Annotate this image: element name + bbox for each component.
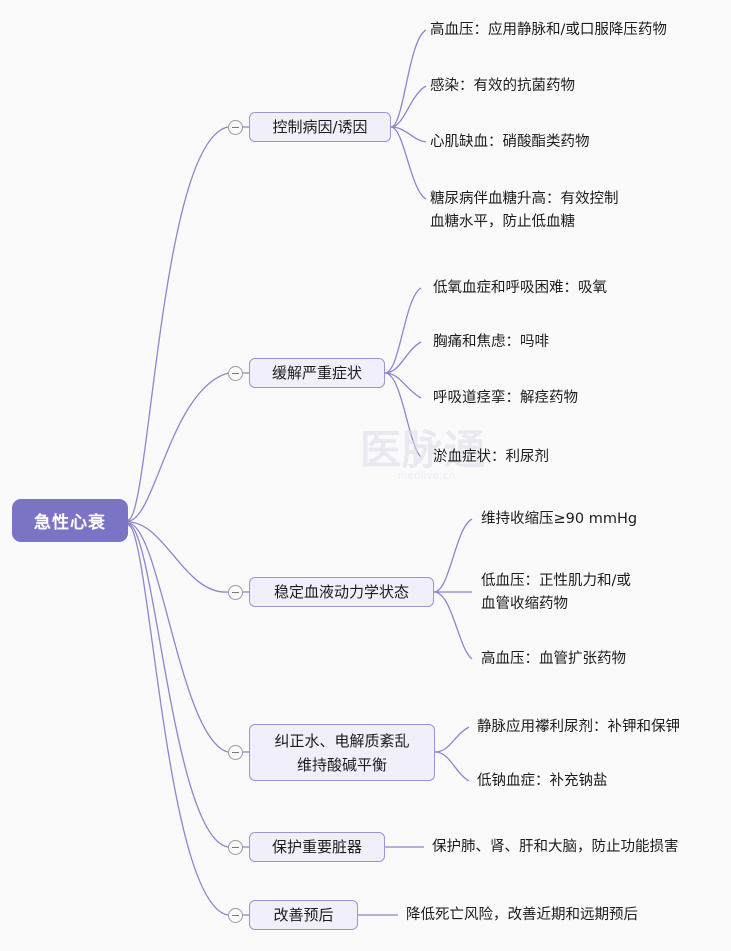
link-b1-leaf-2 (390, 85, 427, 128)
leaf-protect-organs-detail: 保护肺、肾、肝和大脑，防止功能损害 (432, 839, 679, 855)
collapse-toggle-branch-4[interactable] (228, 745, 243, 760)
branch-node-label-line1: 纠正水、电解质紊乱 (274, 731, 410, 750)
link-b3-leaf-3 (433, 591, 473, 660)
link-root-branch-4 (127, 522, 229, 753)
leaf-airway-spasm: 呼吸道痉挛：解痉药物 (433, 390, 578, 406)
root-node-label: 急性心衰 (34, 513, 106, 533)
leaf-hyponatremia: 低钠血症：补充钠盐 (477, 773, 608, 789)
collapse-toggle-branch-6[interactable] (228, 908, 243, 923)
collapse-toggle-branch-2[interactable] (228, 366, 243, 381)
branch-node-label: 缓解严重症状 (271, 364, 362, 382)
leaf-improve-prognosis-detail: 降低死亡风险，改善近期和远期预后 (406, 907, 638, 923)
link-b1-leaf-4 (390, 126, 427, 200)
branch-node-label: 保护重要脏器 (271, 838, 362, 856)
leaf-infection: 感染：有效的抗菌药物 (430, 78, 575, 94)
branch-node-label-line2: 维持酸碱平衡 (296, 755, 387, 774)
link-root-branch-6 (127, 524, 229, 916)
branch-node-protect-organs[interactable]: 保护重要脏器 (249, 832, 385, 862)
branch-node-stabilize-hemodynamics[interactable]: 稳定血液动力学状态 (249, 577, 434, 607)
link-b2-leaf-1 (384, 287, 422, 374)
leaf-hypertension: 高血压：应用静脉和/或口服降压药物 (430, 22, 667, 38)
collapse-toggle-branch-3[interactable] (228, 585, 243, 600)
link-root-branch-1 (127, 126, 229, 521)
branch-node-correct-electrolytes[interactable]: 纠正水、电解质紊乱 维持酸碱平衡 (249, 724, 435, 781)
link-root-branch-5 (127, 523, 229, 848)
leaf-hypertension-vasodilator: 高血压：血管扩张药物 (481, 651, 626, 667)
leaf-chest-pain-anxiety: 胸痛和焦虑：吗啡 (433, 334, 549, 350)
link-root-branch-3 (127, 521, 229, 593)
leaf-hypoxemia-dyspnea: 低氧血症和呼吸困难：吸氧 (433, 280, 607, 296)
link-b1-leaf-1 (390, 29, 427, 128)
leaf-myocardial-ischemia: 心肌缺血：硝酸酯类药物 (430, 134, 590, 150)
leaf-maintain-systolic-bp: 维持收缩压≥90 mmHg (481, 511, 638, 527)
branch-node-relieve-symptoms[interactable]: 缓解严重症状 (249, 358, 385, 388)
leaf-loop-diuretic: 静脉应用襻利尿剂：补钾和保钾 (477, 719, 680, 735)
link-b1-leaf-3 (390, 126, 427, 143)
collapse-toggle-branch-5[interactable] (228, 840, 243, 855)
link-root-branch-2 (127, 372, 229, 522)
link-b2-leaf-3 (384, 372, 422, 399)
link-b2-leaf-2 (384, 341, 422, 374)
collapse-toggle-branch-1[interactable] (228, 120, 243, 135)
link-b2-leaf-4 (384, 372, 422, 458)
link-b4-leaf-1 (434, 726, 470, 753)
branch-node-control-causes[interactable]: 控制病因/诱因 (249, 112, 391, 142)
branch-node-label: 稳定血液动力学状态 (273, 583, 409, 601)
link-b4-leaf-2 (434, 751, 470, 782)
branch-node-improve-prognosis[interactable]: 改善预后 (249, 900, 358, 930)
root-node[interactable]: 急性心衰 (12, 499, 128, 542)
link-b3-leaf-1 (433, 518, 473, 593)
branch-node-label: 控制病因/诱因 (272, 118, 368, 136)
watermark-subtext: medlive.cn (398, 470, 456, 482)
leaf-congestion-symptoms: 淤血症状：利尿剂 (433, 449, 549, 465)
leaf-diabetes-hyperglycemia: 糖尿病伴血糖升高：有效控制 血糖水平，防止低血糖 (430, 191, 619, 230)
branch-node-label: 改善预后 (273, 906, 334, 924)
leaf-hypotension: 低血压：正性肌力和/或 血管收缩药物 (481, 573, 631, 612)
